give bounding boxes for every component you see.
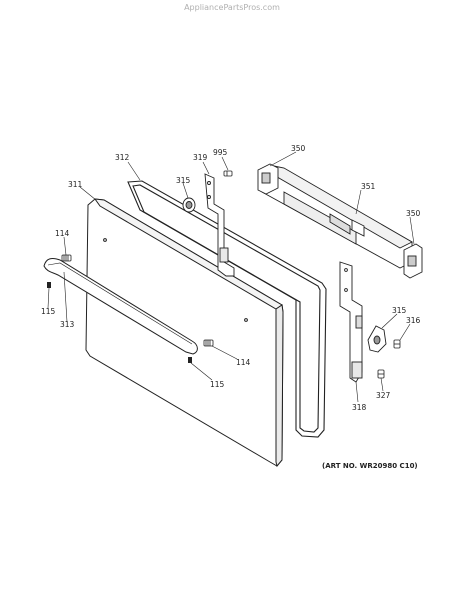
plug-115-mid (188, 357, 192, 363)
leader-lines (47, 151, 415, 403)
door-handle (43, 257, 198, 355)
callout-318: 318 (352, 403, 367, 412)
callout-115-mid: 115 (210, 380, 225, 389)
hinge-cam-top (182, 197, 196, 213)
rail-end-bracket-right (403, 243, 423, 279)
callout-315-top: 315 (176, 176, 191, 185)
callout-114-mid: 114 (236, 358, 251, 367)
site-watermark: AppliancePartsPros.com (184, 3, 280, 12)
hinge-bracket-left (204, 173, 235, 277)
screw-316 (393, 339, 401, 349)
screw-327 (377, 369, 385, 379)
door-panel (85, 198, 284, 468)
callout-312: 312 (115, 153, 130, 162)
callout-327: 327 (376, 391, 391, 400)
hinge-pin-995 (223, 170, 233, 177)
door-gasket (127, 180, 327, 438)
callout-311: 311 (68, 180, 83, 189)
callout-350-right: 350 (406, 209, 421, 218)
art-number-label: (ART NO. WR20980 C10) (322, 462, 418, 470)
hinge-cam-right (367, 325, 387, 353)
callout-316: 316 (406, 316, 421, 325)
hinge-bracket-right (339, 261, 363, 383)
callout-351: 351 (361, 182, 376, 191)
callout-313: 313 (60, 320, 75, 329)
handle-screw-114-left (61, 254, 72, 262)
callout-315-right: 315 (392, 306, 407, 315)
callout-115-left: 115 (41, 307, 56, 316)
callout-319: 319 (193, 153, 208, 162)
callout-350-top: 350 (291, 144, 306, 153)
callout-114-left: 114 (55, 229, 70, 238)
handle-screw-114-right (203, 339, 214, 347)
callout-995: 995 (213, 148, 228, 157)
rail-end-bracket-top (257, 163, 279, 195)
plug-115-left (47, 282, 51, 288)
drawer-slide-rail (261, 165, 413, 269)
